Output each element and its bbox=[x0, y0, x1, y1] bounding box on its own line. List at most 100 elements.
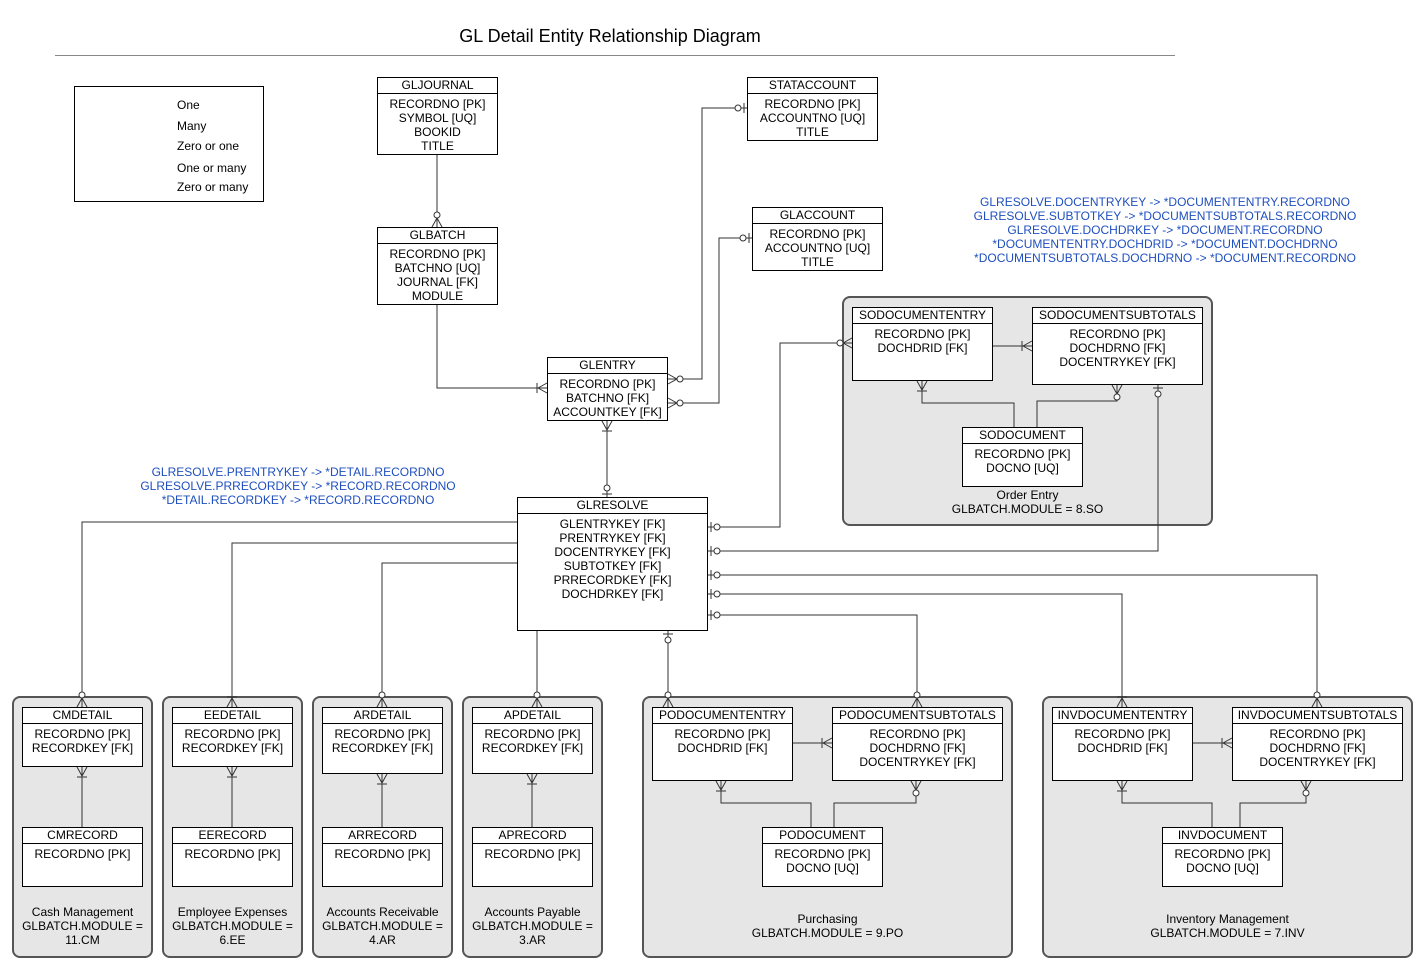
one-or-many-icon bbox=[1121, 780, 1128, 791]
one-or-many-icon bbox=[537, 382, 548, 389]
one-or-many-icon bbox=[1121, 697, 1128, 708]
zero-or-many-icon bbox=[81, 697, 88, 708]
zero-or-one-icon bbox=[713, 611, 721, 619]
entity-field-list: RECORDNO [PK]RECORDKEY [FK] bbox=[23, 724, 142, 755]
relationship-line bbox=[708, 385, 1159, 552]
note-line: GLRESOLVE.DOCENTRYKEY -> *DOCUMENTENTRY.… bbox=[980, 195, 1350, 209]
note-line: *DETAIL.RECORDKEY -> *RECORD.RECORDNO bbox=[161, 493, 435, 507]
entity-field: RECORDNO [PK] bbox=[184, 727, 281, 741]
entity-title: CMRECORD bbox=[23, 828, 142, 844]
group-caption-line: 3.AR bbox=[519, 933, 546, 947]
entity-field: RECORDNO [PK] bbox=[774, 847, 871, 861]
entity-field: TITLE bbox=[796, 125, 829, 139]
entity-field: GLENTRYKEY [FK] bbox=[559, 517, 666, 531]
zero-or-many-icon bbox=[911, 697, 918, 708]
one-or-many-icon bbox=[601, 420, 608, 431]
relationship-line bbox=[833, 781, 917, 827]
relationship-line bbox=[381, 562, 517, 707]
one-or-many-icon bbox=[381, 773, 388, 784]
entity-field: TITLE bbox=[421, 139, 454, 153]
entity-field: RECORDNO [PK] bbox=[389, 97, 486, 111]
zero-or-many-icon bbox=[76, 697, 83, 708]
group-caption-line: Inventory Management bbox=[1166, 912, 1289, 926]
group-caption-line: Order Entry bbox=[996, 488, 1059, 502]
entity-field: ACCOUNTNO [UQ] bbox=[759, 111, 866, 125]
zero-or-many-icon bbox=[376, 697, 383, 708]
note-line: GLRESOLVE.SUBTOTKEY -> *DOCUMENTSUBTOTAL… bbox=[973, 209, 1357, 223]
one-or-many-icon bbox=[715, 780, 722, 791]
group-caption-line: Accounts Payable bbox=[484, 905, 581, 919]
entity-field-list: RECORDNO [PK]BATCHNO [UQ]JOURNAL [FK]MOD… bbox=[378, 244, 497, 303]
group-caption-line: 11.CM bbox=[65, 933, 100, 947]
entity-field: RECORDNO [PK] bbox=[484, 847, 581, 861]
title-divider bbox=[55, 55, 1175, 56]
one-or-many-icon bbox=[76, 766, 83, 777]
group-caption-line: GLBATCH.MODULE = 8.SO bbox=[951, 502, 1104, 516]
one-or-many-icon bbox=[822, 737, 833, 744]
one-or-many-icon bbox=[1116, 697, 1123, 708]
relationship-line bbox=[231, 542, 517, 707]
zero-or-many-icon bbox=[667, 402, 678, 409]
zero-or-many-icon bbox=[433, 211, 441, 219]
entity-field-list: RECORDNO [PK]DOCHDRNO [FK]DOCENTRYKEY [F… bbox=[1233, 724, 1402, 769]
entity-field-list: RECORDNO [PK] bbox=[173, 844, 292, 861]
zero-or-many-icon bbox=[533, 691, 541, 699]
relationship-line bbox=[708, 574, 1318, 707]
entity-field-list: RECORDNO [PK] bbox=[23, 844, 142, 861]
zero-or-many-icon bbox=[842, 337, 853, 344]
note-line: GLRESOLVE.PRENTRYKEY -> *DETAIL.RECORDNO bbox=[151, 465, 445, 479]
relationship-line bbox=[668, 107, 747, 380]
relationship-line bbox=[668, 237, 752, 404]
entity-field: RECORDNO [PK] bbox=[874, 327, 971, 341]
entity-title: ARDETAIL bbox=[323, 708, 442, 724]
entity-title: INVDOCUMENTENTRY bbox=[1053, 708, 1192, 724]
zero-or-one-icon bbox=[713, 590, 721, 598]
zero-or-many-icon bbox=[676, 375, 684, 383]
zero-or-many-icon bbox=[913, 691, 921, 699]
entity-field: DOCNO [UQ] bbox=[1186, 861, 1259, 875]
one-or-many-icon bbox=[231, 697, 238, 708]
relationship-line bbox=[436, 305, 547, 389]
entity-field: RECORDNO [PK] bbox=[1269, 727, 1366, 741]
entity-field: SUBTOTKEY [FK] bbox=[563, 559, 662, 573]
entity-field: RECORDNO [PK] bbox=[334, 727, 431, 741]
group-caption-line: Employee Expenses bbox=[177, 905, 288, 919]
entity-field: DOCENTRYKEY [FK] bbox=[1259, 755, 1376, 769]
entity-title: PODOCUMENTSUBTOTALS bbox=[833, 708, 1002, 724]
entity-title: GLJOURNAL bbox=[378, 78, 497, 94]
relationship-line bbox=[708, 342, 852, 528]
zero-or-many-icon bbox=[1111, 384, 1118, 395]
entity-title: PODOCUMENTENTRY bbox=[653, 708, 792, 724]
entity-field-list: RECORDNO [PK] bbox=[323, 844, 442, 861]
entity-field: RECORDNO [PK] bbox=[1069, 327, 1166, 341]
entity-field: DOCHDRKEY [FK] bbox=[561, 587, 664, 601]
zero-or-many-icon bbox=[667, 697, 674, 708]
note-line: *DOCUMENTENTRY.DOCHDRID -> *DOCUMENT.DOC… bbox=[992, 237, 1338, 251]
zero-or-many-icon bbox=[1316, 697, 1323, 708]
entity-field: DOCHDRNO [FK] bbox=[1069, 341, 1166, 355]
